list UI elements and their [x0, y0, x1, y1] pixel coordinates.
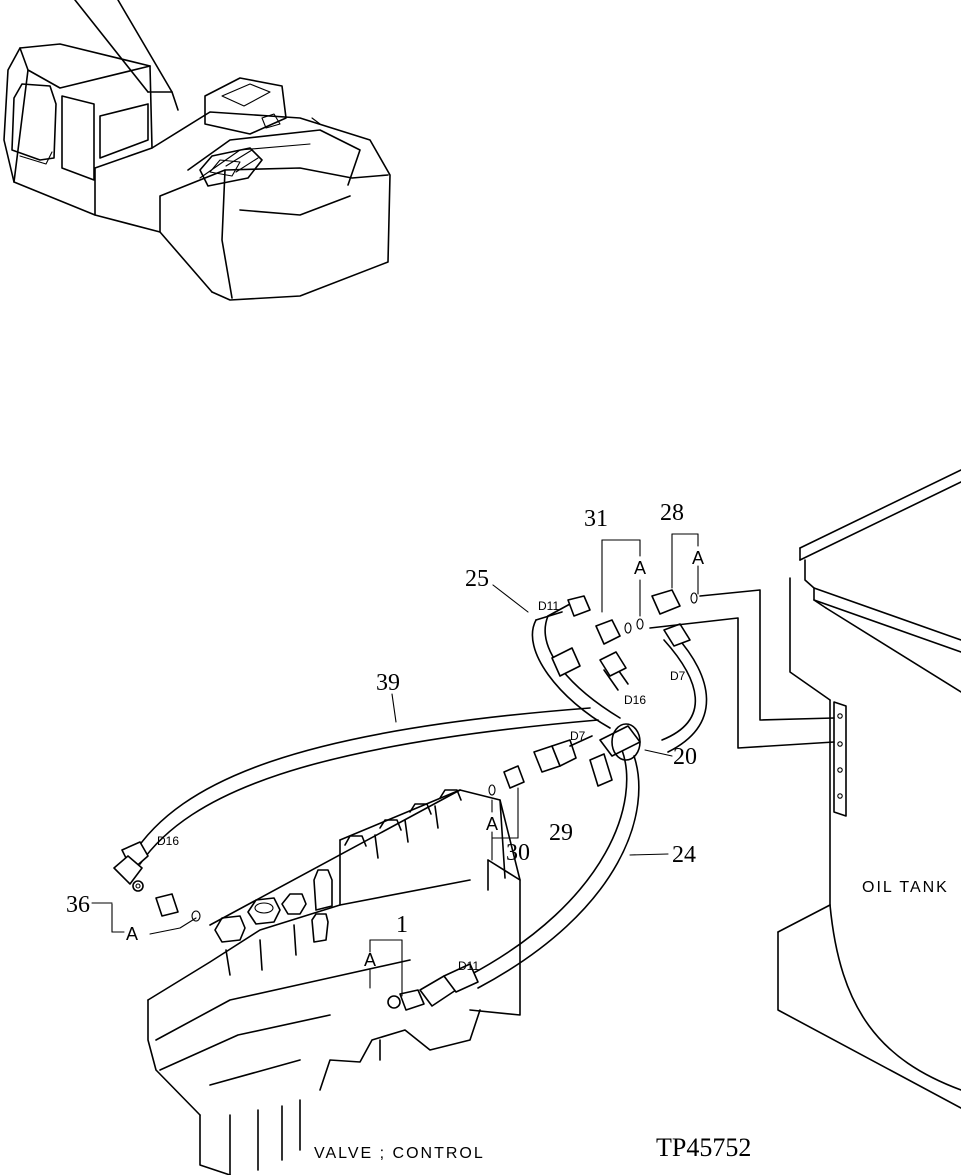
seal-label-a-28: A: [692, 548, 704, 568]
callout-20: 20: [673, 744, 697, 770]
oil-tank-label: OIL TANK: [862, 879, 949, 896]
seal-label-a-30: A: [486, 814, 498, 834]
seal-label-a-31: A: [634, 558, 646, 578]
seal-label-a-1: A: [364, 950, 376, 970]
callout-36: 36: [66, 892, 90, 918]
excavator-overview: [3, 0, 391, 301]
callout-25: 25: [465, 566, 489, 592]
port-tag-d11-top: D11: [538, 599, 559, 613]
port-tag-d7-left: D7: [570, 729, 586, 743]
callout-29: 29: [549, 820, 573, 846]
drawing-reference-number: TP45752: [656, 1133, 751, 1162]
port-tag-d16-mid: D16: [624, 693, 646, 707]
control-valve: [147, 789, 521, 1175]
port-tag-d11-bottom: D11: [458, 959, 479, 973]
port-tag-d7-right: D7: [670, 669, 686, 683]
port-tag-d16-left: D16: [157, 834, 179, 848]
oil-tank: [777, 469, 961, 1109]
seal-label-a-36: A: [126, 924, 138, 944]
seal-brackets: [111, 533, 699, 997]
callout-24: 24: [672, 842, 696, 868]
valve-control-label: VALVE ; CONTROL: [314, 1145, 485, 1162]
callout-28: 28: [660, 500, 684, 526]
callout-1: 1: [396, 912, 408, 938]
callout-30: 30: [506, 840, 530, 866]
hose-lines: [91, 584, 835, 1011]
callout-39: 39: [376, 670, 400, 696]
callout-31: 31: [584, 506, 608, 532]
